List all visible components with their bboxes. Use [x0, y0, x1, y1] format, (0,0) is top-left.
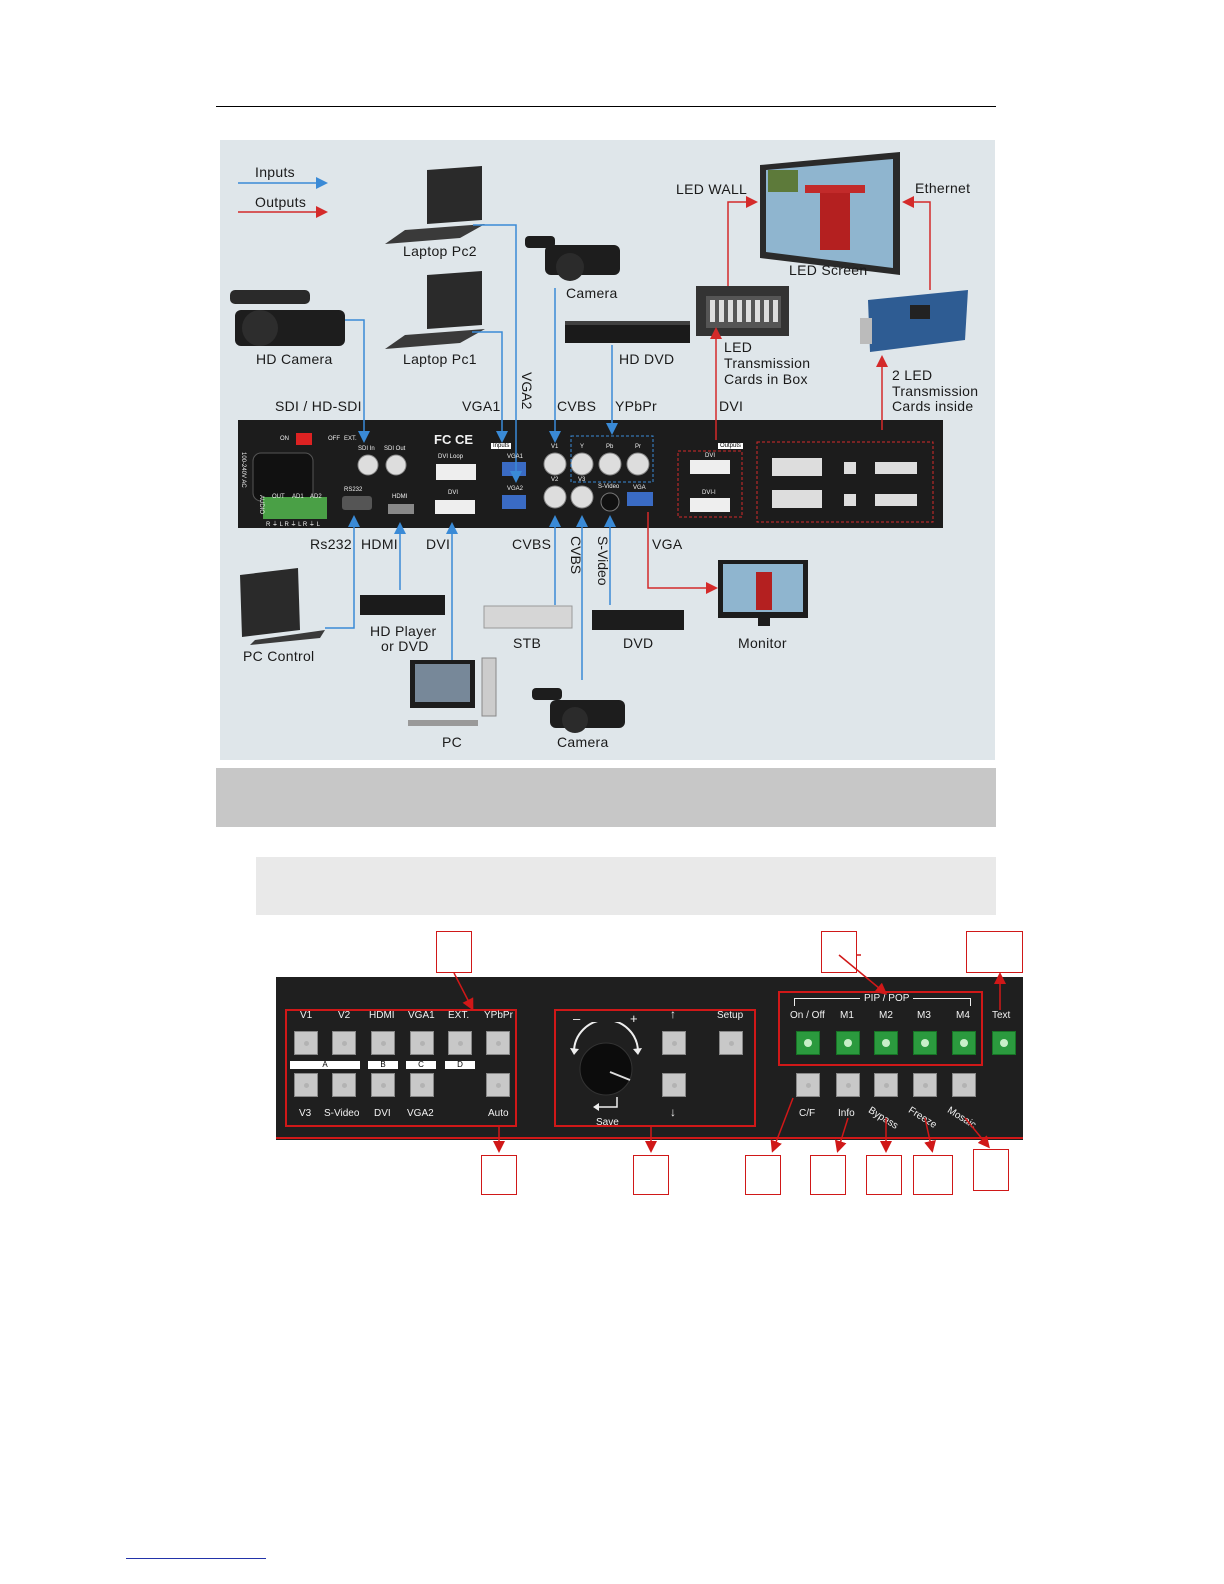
- footer-link-underline: [126, 1558, 266, 1559]
